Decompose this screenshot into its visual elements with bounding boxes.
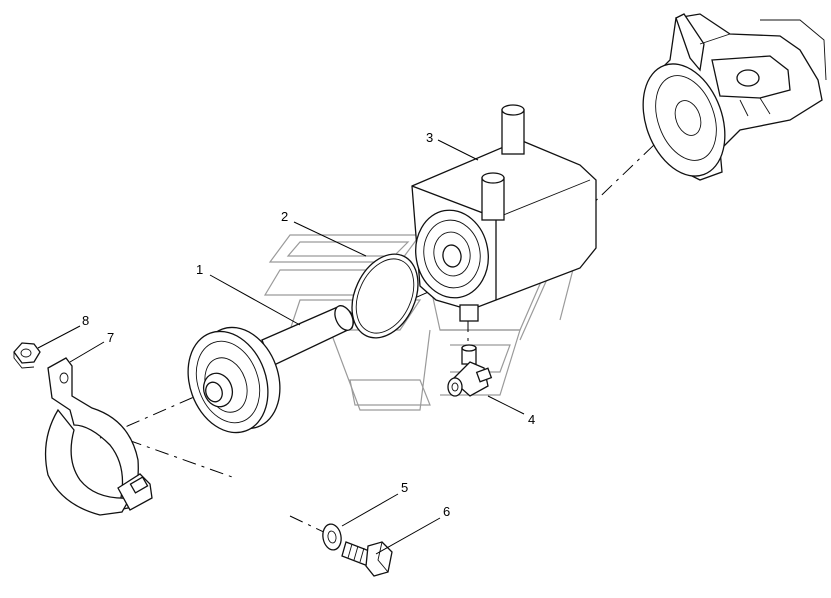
leader-line-8 [37, 325, 81, 349]
callout-6: 6 [443, 504, 450, 519]
callout-2: 2 [281, 209, 288, 224]
callout-3: 3 [426, 130, 433, 145]
callout-labels: 1 2 3 4 5 6 7 8 [82, 130, 535, 519]
callout-4: 4 [528, 412, 535, 427]
leader-lines [37, 139, 525, 555]
clamp-bracket-part [44, 357, 153, 516]
leader-line-3 [437, 139, 479, 161]
leader-line-2 [293, 221, 367, 257]
bolt-part [341, 541, 393, 577]
leader-line-1 [209, 274, 301, 326]
fitting-part [447, 344, 493, 397]
o-ring-part [351, 253, 419, 339]
callout-7: 7 [107, 330, 114, 345]
leader-line-5 [341, 493, 399, 527]
callout-5: 5 [401, 480, 408, 495]
washer-part [322, 523, 342, 551]
leader-line-4 [487, 395, 525, 415]
leader-line-7 [69, 341, 105, 363]
shaft-with-pulley-part [187, 305, 355, 434]
callout-1: 1 [196, 262, 203, 277]
engine-flange-housing-part [642, 13, 827, 181]
callout-8: 8 [82, 313, 89, 328]
axis-line-bolt [127, 439, 236, 479]
housing-block-part [411, 104, 597, 322]
leader-line-6 [375, 517, 441, 555]
nut-part [13, 342, 41, 369]
